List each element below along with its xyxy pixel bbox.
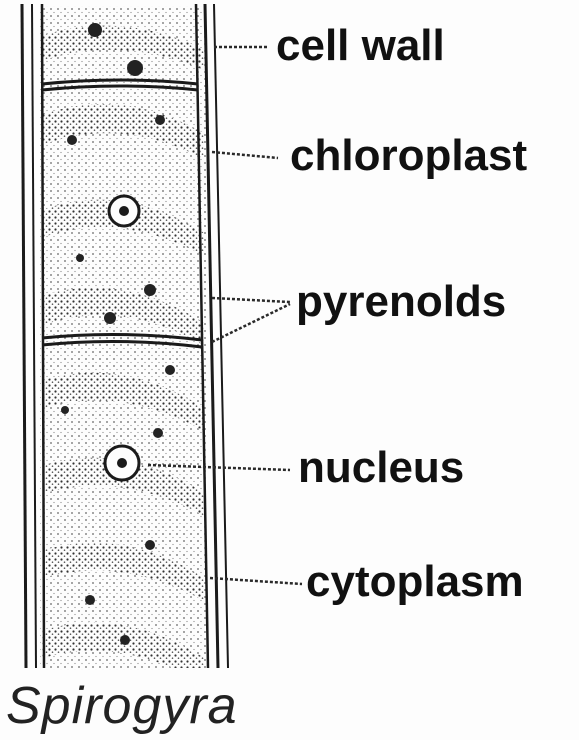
label-cytoplasm: cytoplasm — [306, 560, 524, 604]
label-chloroplast: chloroplast — [290, 134, 527, 178]
leader-cytoplasm — [210, 578, 302, 584]
label-nucleus: nucleus — [298, 446, 464, 490]
filament — [22, 4, 228, 690]
diagram-title: Spirogyra — [6, 676, 238, 736]
label-pyrenoids: pyrenolds — [296, 280, 506, 324]
nucleus-upper — [109, 196, 139, 226]
leader-chloroplast — [212, 152, 278, 158]
label-cell-wall: cell wall — [276, 24, 445, 68]
leader-pyrenoids-b — [212, 304, 290, 342]
nucleus-lower — [105, 446, 139, 480]
leader-pyrenoids-a — [212, 298, 290, 302]
